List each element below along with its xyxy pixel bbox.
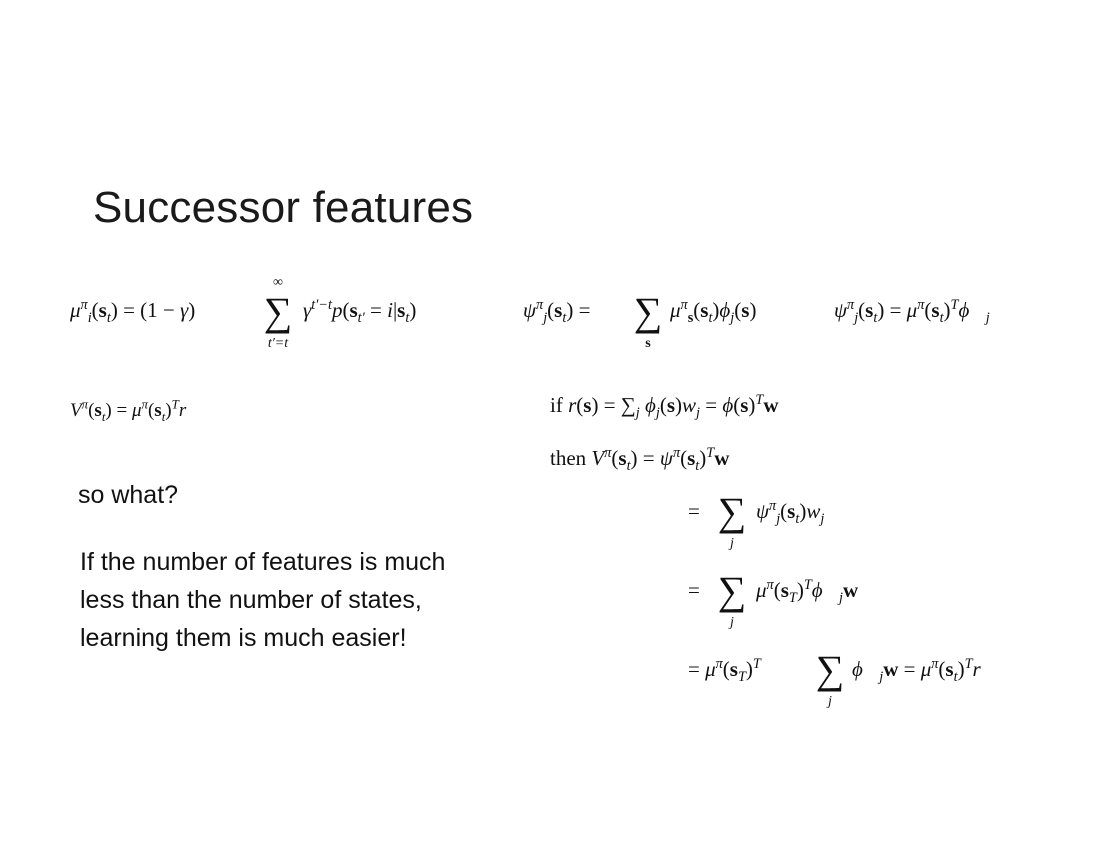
equation-value-function: Vπ(st) = μπ(st)Tr⃗ [70,396,201,424]
explanation-note: If the number of features is much less t… [80,543,445,657]
slide-title: Successor features [93,183,474,232]
so-what-note: so what? [78,481,179,509]
explanation-line: If the number of features is much [80,548,446,576]
explanation-line: less than the number of states, [80,586,422,614]
equation-psi-vector-form: ψπj(st) = μπ(st)Tϕ⃗j [834,297,990,327]
explanation-line: learning them is much easier! [80,624,407,652]
